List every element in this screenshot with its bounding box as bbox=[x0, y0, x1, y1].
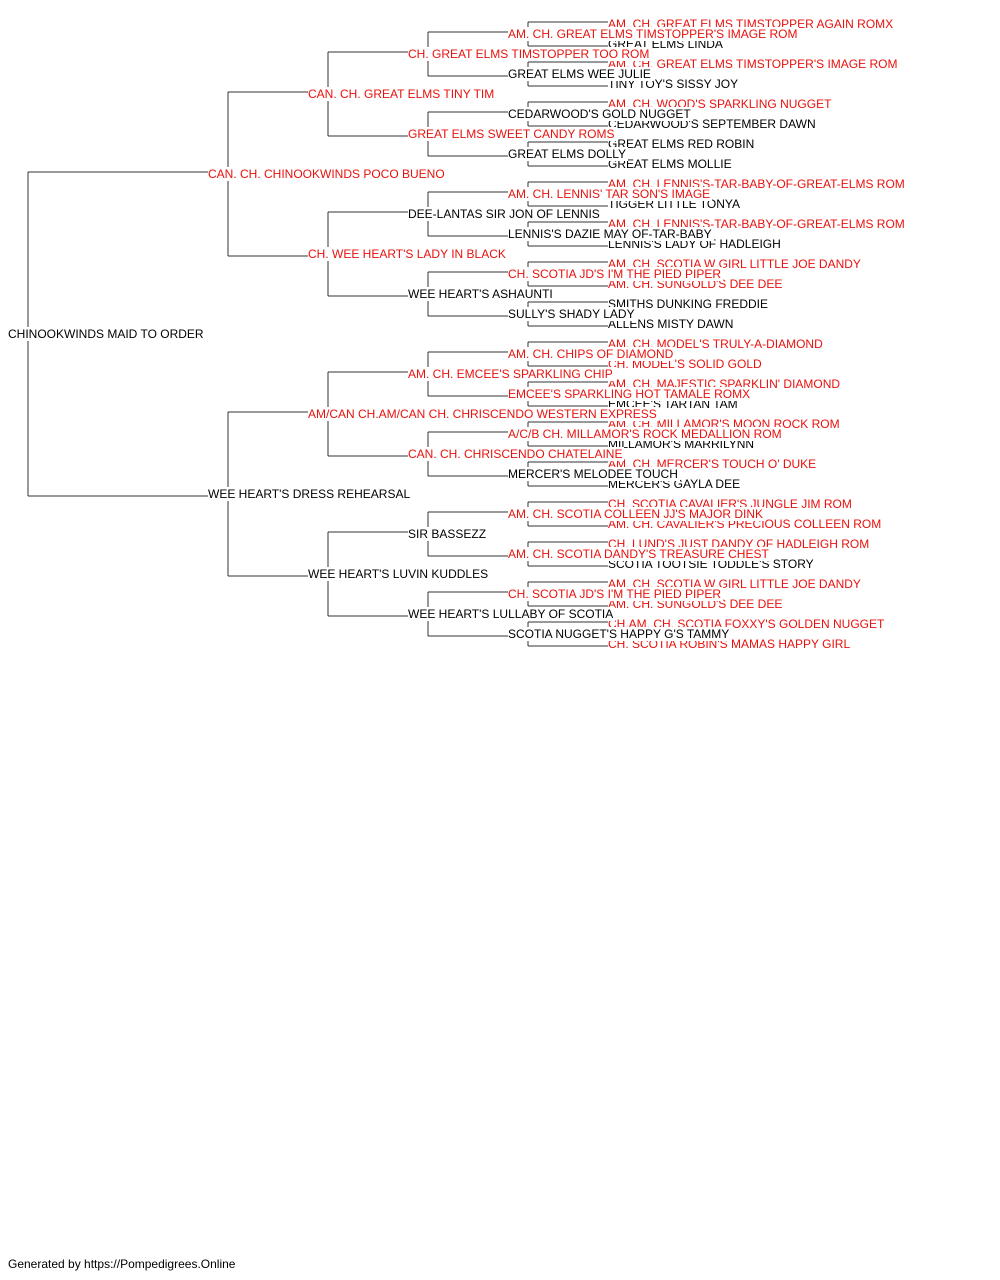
pedigree-node-gen2: CAN. CH. GREAT ELMS TINY TIM bbox=[308, 87, 497, 101]
pedigree-node-gen3: AM. CH. EMCEE'S SPARKLING CHIP bbox=[408, 367, 615, 381]
pedigree-node-gen4: SULLY'S SHADY LADY bbox=[508, 307, 637, 321]
pedigree-node-gen1: WEE HEART'S DRESS REHEARSAL bbox=[208, 487, 413, 501]
pedigree-node-gen5: GREAT ELMS MOLLIE bbox=[608, 157, 734, 171]
pedigree-node-gen5: ALLENS MISTY DAWN bbox=[608, 317, 736, 331]
pedigree-node-gen4: AM. CH. SCOTIA COLLEEN JJ'S MAJOR DINK bbox=[508, 507, 765, 521]
pedigree-node-gen4: GREAT ELMS DOLLY bbox=[508, 147, 629, 161]
pedigree-node-gen4: A/C/B CH. MILLAMOR'S ROCK MEDALLION ROM bbox=[508, 427, 784, 441]
pedigree-node-gen4: SCOTIA NUGGET'S HAPPY G'S TAMMY bbox=[508, 627, 732, 641]
pedigree-node-gen4: CEDARWOOD'S GOLD NUGGET bbox=[508, 107, 693, 121]
pedigree-node-gen3: CH. GREAT ELMS TIMSTOPPER TOO ROM bbox=[408, 47, 652, 61]
pedigree-node-gen4: AM. CH. LENNIS' TAR SON'S IMAGE bbox=[508, 187, 713, 201]
pedigree-node-gen4: MERCER'S MELODEE TOUCH bbox=[508, 467, 680, 481]
pedigree-node-gen4: LENNIS'S DAZIE MAY OF-TAR-BABY bbox=[508, 227, 714, 241]
pedigree-node-gen2: AM/CAN CH.AM/CAN CH. CHRISCENDO WESTERN … bbox=[308, 407, 659, 421]
pedigree-node-gen4: CH. SCOTIA JD'S I'M THE PIED PIPER bbox=[508, 267, 724, 281]
pedigree-node-gen1: CAN. CH. CHINOOKWINDS POCO BUENO bbox=[208, 167, 447, 181]
pedigree-node-gen2: WEE HEART'S LUVIN KUDDLES bbox=[308, 567, 491, 581]
pedigree-node-gen2: CH. WEE HEART'S LADY IN BLACK bbox=[308, 247, 508, 261]
pedigree-node-gen5: SMITHS DUNKING FREDDIE bbox=[608, 297, 771, 311]
pedigree-node-gen4: AM. CH. GREAT ELMS TIMSTOPPER'S IMAGE RO… bbox=[508, 27, 800, 41]
pedigree-node-gen3: CAN. CH. CHRISCENDO CHATELAINE bbox=[408, 447, 625, 461]
pedigree-node-gen4: EMCEE'S SPARKLING HOT TAMALE ROMX bbox=[508, 387, 753, 401]
pedigree-node-gen4: AM. CH. SCOTIA DANDY'S TREASURE CHEST bbox=[508, 547, 771, 561]
pedigree-node-gen5: AM. CH. GREAT ELMS TIMSTOPPER'S IMAGE RO… bbox=[608, 57, 900, 71]
pedigree-node-gen5: GREAT ELMS RED ROBIN bbox=[608, 137, 757, 151]
pedigree-node-gen3: WEE HEART'S ASHAUNTI bbox=[408, 287, 555, 301]
pedigree-node-gen3: SIR BASSEZZ bbox=[408, 527, 489, 541]
pedigree-node-gen4: GREAT ELMS WEE JULIE bbox=[508, 67, 653, 81]
pedigree-node-gen4: CH. SCOTIA JD'S I'M THE PIED PIPER bbox=[508, 587, 724, 601]
pedigree-node-gen3: DEE-LANTAS SIR JON OF LENNIS bbox=[408, 207, 602, 221]
generated-by-footer: Generated by https://Pompedigrees.Online bbox=[8, 1257, 236, 1271]
pedigree-node-gen4: AM. CH. CHIPS OF DIAMOND bbox=[508, 347, 676, 361]
pedigree-node-gen3: GREAT ELMS SWEET CANDY ROMS bbox=[408, 127, 617, 141]
pedigree-node-gen0: CHINOOKWINDS MAID TO ORDER bbox=[8, 327, 206, 341]
pedigree-node-gen3: WEE HEART'S LULLABY OF SCOTIA bbox=[408, 607, 616, 621]
